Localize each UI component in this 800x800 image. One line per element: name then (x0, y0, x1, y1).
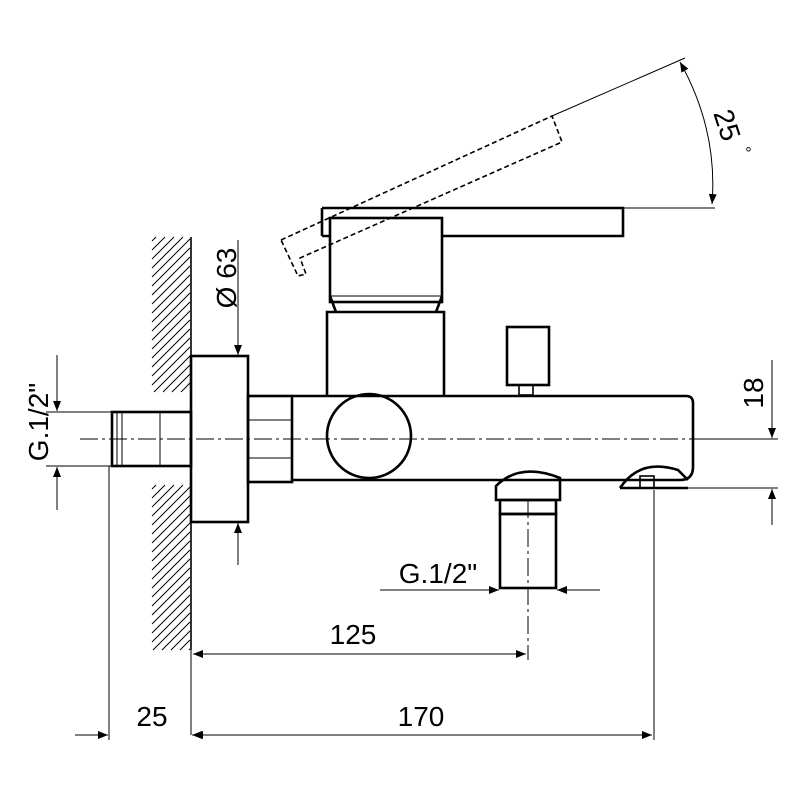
wall-offset-label: 25 (136, 701, 167, 732)
diverter-button (505, 325, 551, 387)
wall-hatch (151, 236, 192, 651)
center-lines (80, 438, 775, 660)
riser (325, 310, 446, 396)
diameter-label: Ø 63 (211, 248, 242, 309)
cartridge-cap (328, 216, 444, 304)
to-spout-label: 125 (330, 619, 377, 650)
height-label: 18 (738, 377, 769, 408)
handle-lever (322, 206, 625, 238)
diverter-knob (325, 392, 413, 480)
mixer-body (110, 114, 695, 590)
shower-outlet-nut (494, 470, 562, 502)
handle-open-position (279, 114, 564, 277)
total-length-label: 170 (398, 701, 445, 732)
thread-wall-label: G.1/2" (23, 383, 54, 461)
dimension-labels: 25 ° Ø 63 18 G.1/2" G.1/2" 125 25 170 (23, 105, 769, 732)
spout-outlet (618, 465, 689, 489)
angle-label: 25 (707, 105, 746, 144)
body-horizontal (292, 394, 695, 482)
angle-unit-label: ° (735, 145, 753, 156)
thread-spout-label: G.1/2" (399, 558, 477, 589)
dimension-lines (46, 57, 778, 740)
